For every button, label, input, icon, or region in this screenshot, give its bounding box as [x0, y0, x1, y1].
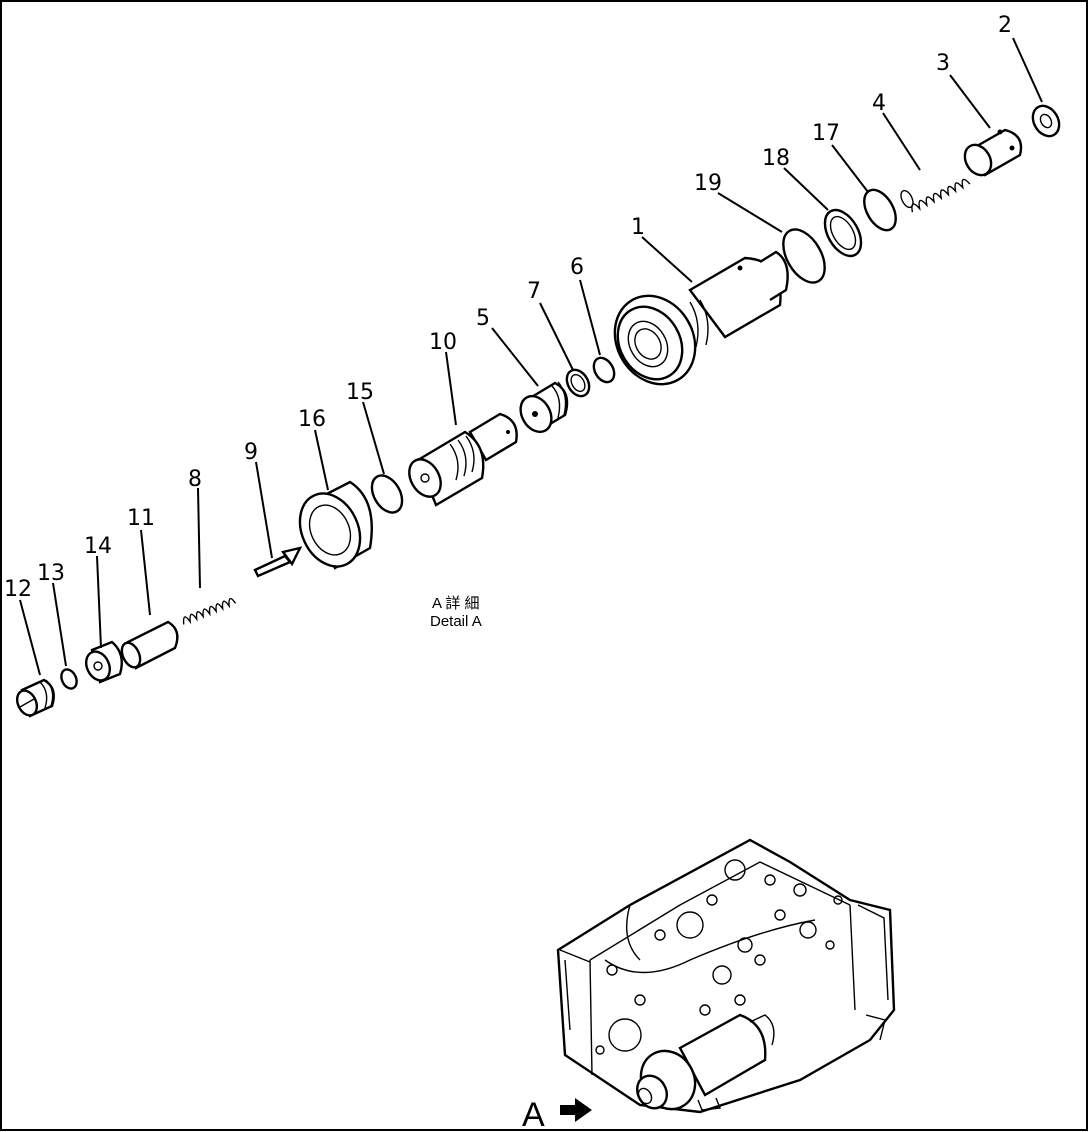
part-4-spring	[900, 178, 971, 213]
control-valve-assembly	[556, 838, 896, 1114]
label-14: 14	[84, 534, 112, 559]
part-5-plug	[519, 381, 569, 434]
label-16: 16	[298, 407, 326, 432]
label-4: 4	[872, 91, 886, 116]
label-12: 12	[4, 577, 32, 602]
part-9-needle	[253, 546, 303, 578]
part-19-o-ring	[782, 228, 826, 284]
part-2-washer	[1031, 104, 1061, 138]
part-16-nut	[298, 480, 373, 570]
label-5: 5	[476, 306, 490, 331]
part-14-lock-nut	[84, 640, 123, 684]
part-11-rod	[120, 620, 179, 670]
part-1-valve-body	[613, 250, 789, 386]
part-6-o-ring	[592, 356, 616, 384]
part-3-cap	[963, 128, 1023, 177]
label-17: 17	[812, 121, 840, 146]
part-7-backup-ring	[565, 368, 591, 398]
part-labels: 1 2 3 4 5 6 7 8 9 10 11 12 13 14 15 16 1…	[4, 13, 1012, 602]
label-1: 1	[631, 215, 645, 240]
label-11: 11	[127, 506, 155, 531]
label-10: 10	[429, 330, 457, 355]
label-6: 6	[570, 255, 584, 280]
arrow-right-icon	[560, 1098, 592, 1122]
leader-lines	[19, 37, 1043, 676]
label-8: 8	[188, 467, 202, 492]
view-marker-letter: A	[522, 1096, 545, 1132]
part-13-o-ring	[60, 668, 78, 690]
label-3: 3	[936, 51, 950, 76]
label-13: 13	[37, 561, 65, 586]
label-19: 19	[694, 171, 722, 196]
label-7: 7	[527, 279, 541, 304]
part-8-spring	[182, 597, 237, 625]
label-2: 2	[998, 13, 1012, 38]
label-18: 18	[762, 146, 790, 171]
view-marker: A	[522, 1096, 592, 1132]
detail-caption-en: Detail A	[430, 613, 482, 630]
part-18-backup-ring	[823, 208, 863, 258]
detail-caption-jp: A 詳 細	[432, 595, 480, 612]
label-15: 15	[346, 380, 374, 405]
label-9: 9	[244, 440, 258, 465]
part-17-o-ring	[863, 188, 897, 232]
part-10-poppet	[408, 412, 518, 507]
part-15-o-ring	[370, 474, 404, 514]
part-12-adjusting-screw	[15, 678, 55, 718]
